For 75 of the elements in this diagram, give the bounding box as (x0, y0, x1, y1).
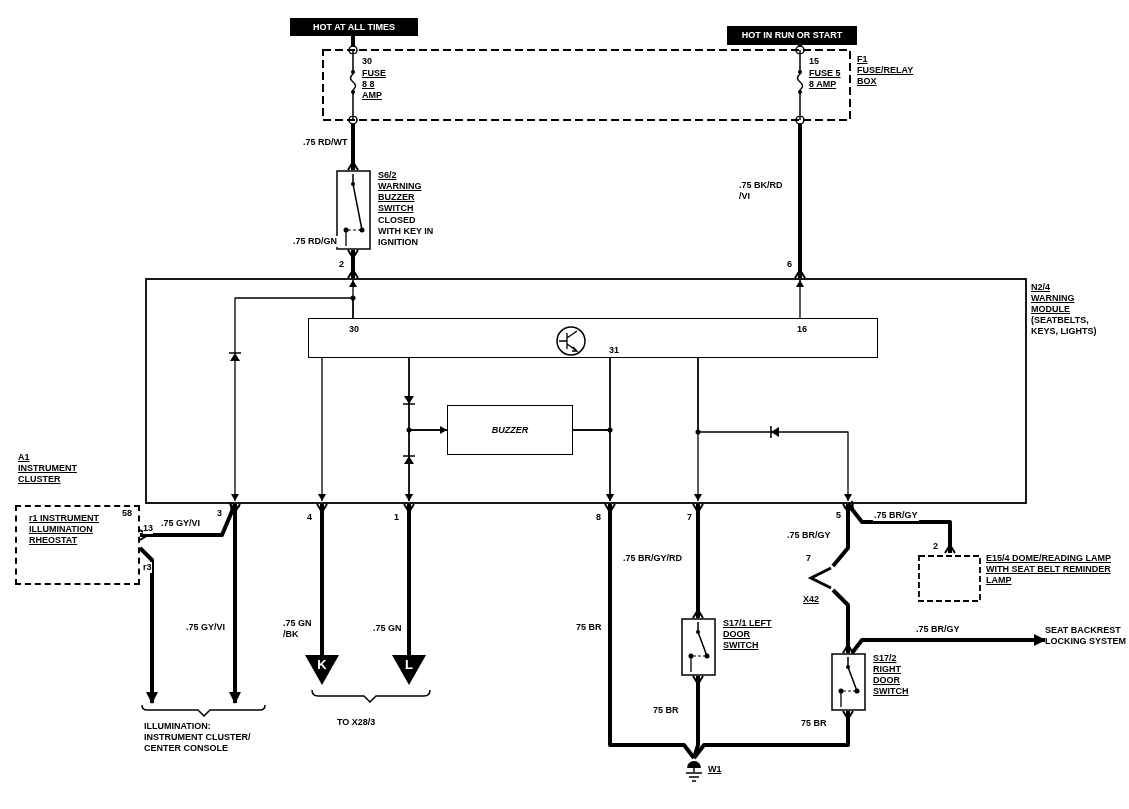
wire-label: .75 GY/VI (160, 518, 202, 529)
destination-text: SEAT BACKREST LOCKING SYSTEM (1045, 625, 1129, 657)
pin-number: 3 (217, 508, 222, 519)
note-text: (SEATBELTS, KEYS, LIGHTS) (1031, 315, 1098, 337)
power-source-tag: HOT AT ALL TIMES (290, 18, 418, 36)
wire (347, 115, 359, 171)
wire-label: .75 RD/WT (302, 137, 349, 148)
connector-triangle: L (392, 655, 426, 685)
wire (692, 503, 704, 619)
pin-number: 1 (394, 512, 399, 523)
component-label: E15/4 DOME/READING LAMP WITH SEAT BELT REMINDER LAMP (986, 553, 1113, 586)
pin-number: 7 (806, 553, 811, 564)
pin-number: 13 (143, 523, 153, 534)
component-label: S6/2 WARNING BUZZER SWITCH (378, 170, 423, 214)
pin-number: 15 (809, 56, 820, 67)
wire-label: 75 BR (800, 718, 828, 729)
wire (604, 503, 696, 760)
wire (831, 503, 854, 568)
wire-label: 75 BR (575, 622, 603, 633)
power-source-tag: HOT IN RUN OR START (727, 26, 857, 45)
component-label: r1 INSTRUMENT ILLUMINATION RHEOSTAT (29, 513, 100, 546)
wire (316, 503, 328, 655)
wire-arrow (796, 279, 804, 319)
wire (795, 45, 805, 55)
component-label: FUSE 8 8 AMP (362, 68, 387, 101)
component-label: S17/1 LEFT DOOR SWITCH (723, 618, 773, 651)
pin-number: 30 (362, 56, 373, 67)
wire-arrow (229, 503, 241, 704)
note-text: ILLUMINATION: INSTRUMENT CLUSTER/ CENTER CONSOLE (144, 721, 252, 754)
component-label: FUSE 5 8 AMP (809, 68, 842, 90)
wire-label: .75 BR/GY (873, 510, 919, 521)
wire-label: .75 GY/VI (185, 622, 227, 633)
wire-arrow (318, 357, 326, 502)
note-text: TO X28/3 (337, 717, 376, 728)
pin-number: 7 (687, 512, 692, 523)
wire-label: .75 BR/GY (786, 530, 832, 541)
wire (347, 249, 359, 279)
wire-arrow (850, 634, 1046, 655)
wire-arrow (572, 429, 614, 502)
wire-label: 75 BR (652, 705, 680, 716)
pin-number: 31 (609, 345, 619, 356)
wire (403, 503, 415, 655)
wire-label: .75 GN (372, 623, 403, 634)
circuit-block (308, 318, 878, 358)
pin-number: 16 (797, 324, 807, 335)
component-label: N2/4 WARNING MODULE (1031, 282, 1076, 315)
pin-number: r3 (143, 562, 152, 573)
note-text: CLOSED WITH KEY IN IGNITION (378, 215, 435, 248)
wire-label: .75 RD/GN (292, 236, 338, 247)
pin-number: 58 (122, 508, 132, 519)
pin-number: 5 (836, 510, 841, 521)
pin-number: 2 (339, 259, 344, 270)
wire (692, 710, 854, 760)
component-label: BUZZER (490, 425, 530, 436)
pin-number: 4 (307, 512, 312, 523)
wire-arrow (405, 429, 448, 502)
wire (794, 115, 806, 279)
wire-arrow (231, 297, 354, 502)
pin-number: 2 (933, 541, 938, 552)
wire-arrow (697, 357, 852, 502)
wire-label: .75 BR/GY/RD (622, 553, 683, 564)
wire-arrow (138, 546, 158, 704)
pin-number: 8 (596, 512, 601, 523)
connector-triangle: K (305, 655, 339, 685)
wire-label: .75 BR/GY (915, 624, 961, 635)
wire (692, 675, 704, 759)
wire (348, 36, 358, 55)
component-label: W1 (708, 764, 722, 775)
pin-number: 30 (349, 324, 359, 335)
component-label: S17/2 RIGHT DOOR SWITCH (873, 653, 910, 697)
component-label: X42 (803, 594, 819, 605)
buzzer-box (447, 405, 573, 455)
pin-number: 6 (787, 259, 792, 270)
component-label: F1 FUSE/RELAY BOX (857, 54, 915, 87)
wire (831, 588, 854, 654)
